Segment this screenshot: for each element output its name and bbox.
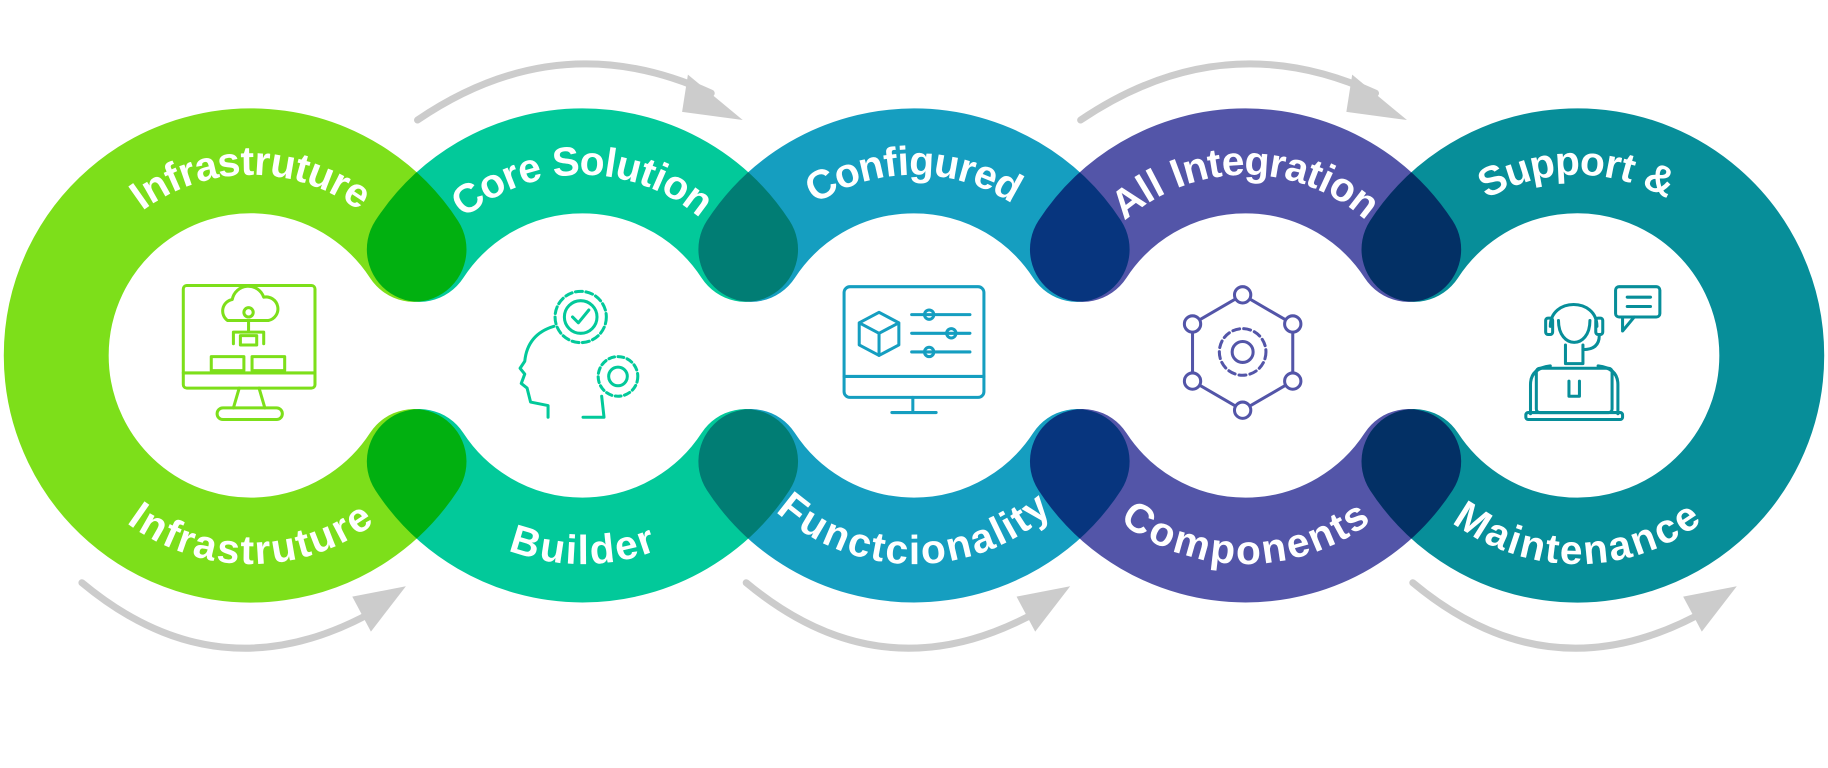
gear-network-hexagon-icon: [1182, 285, 1303, 420]
stage-3-ring-band-bottom: [698, 409, 1130, 603]
stage-4-ring-band-top: [1029, 108, 1462, 302]
flow-arrows: [78, 60, 1737, 652]
arrow-top-2: [1077, 60, 1407, 124]
arrow-top-1: [414, 60, 743, 124]
arrow-bottom-3: [1409, 579, 1737, 652]
stage-icons: [181, 284, 1662, 422]
arrow-bottom-2: [742, 579, 1071, 652]
arrow-bottom-1: [78, 579, 406, 652]
cloud-network-monitor-icon: [181, 284, 317, 422]
stage-3-ring-band-top: [698, 108, 1130, 302]
monitor-cube-sliders-icon: [842, 285, 986, 415]
stage-5-ring-band: [1361, 108, 1825, 603]
stage-4-ring-band-bottom: [1029, 409, 1462, 603]
stage-2-ring-band-top: [366, 108, 799, 302]
stage-2-ring-band-bottom: [366, 409, 799, 603]
support-agent-laptop-icon: [1524, 285, 1662, 422]
head-gears-check-icon: [518, 289, 640, 419]
stage-1-ring-band: [3, 108, 467, 603]
stage-rings: [3, 108, 1825, 603]
